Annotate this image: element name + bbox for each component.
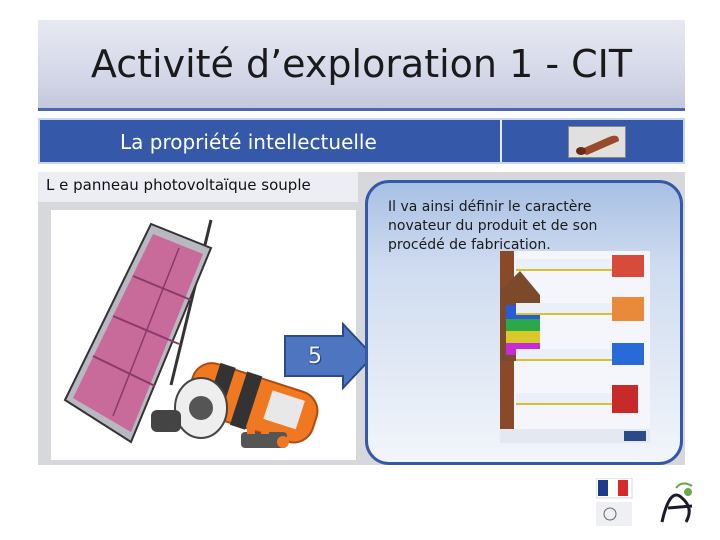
arrow-number: 5: [308, 344, 322, 369]
section-band: La propriété intellectuelle: [38, 118, 685, 164]
section-title: La propriété intellectuelle: [120, 130, 377, 154]
process-screenshot: [500, 251, 650, 443]
slide-title: Activité d’exploration 1 - CIT: [90, 42, 633, 86]
band-divider: [500, 120, 502, 162]
callout-box: Il va ainsi définir le caractère novateu…: [365, 180, 683, 465]
right-arrow-icon: [284, 322, 375, 390]
flexible-panel-thumbnail: [568, 126, 626, 158]
content-header: L e panneau photovoltaïque souple: [38, 172, 358, 202]
title-bar: Activité d’exploration 1 - CIT: [38, 20, 685, 111]
institution-logos: [595, 477, 708, 530]
callout-text: Il va ainsi définir le caractère novateu…: [388, 199, 598, 253]
content-label: L e panneau photovoltaïque souple: [46, 176, 311, 194]
